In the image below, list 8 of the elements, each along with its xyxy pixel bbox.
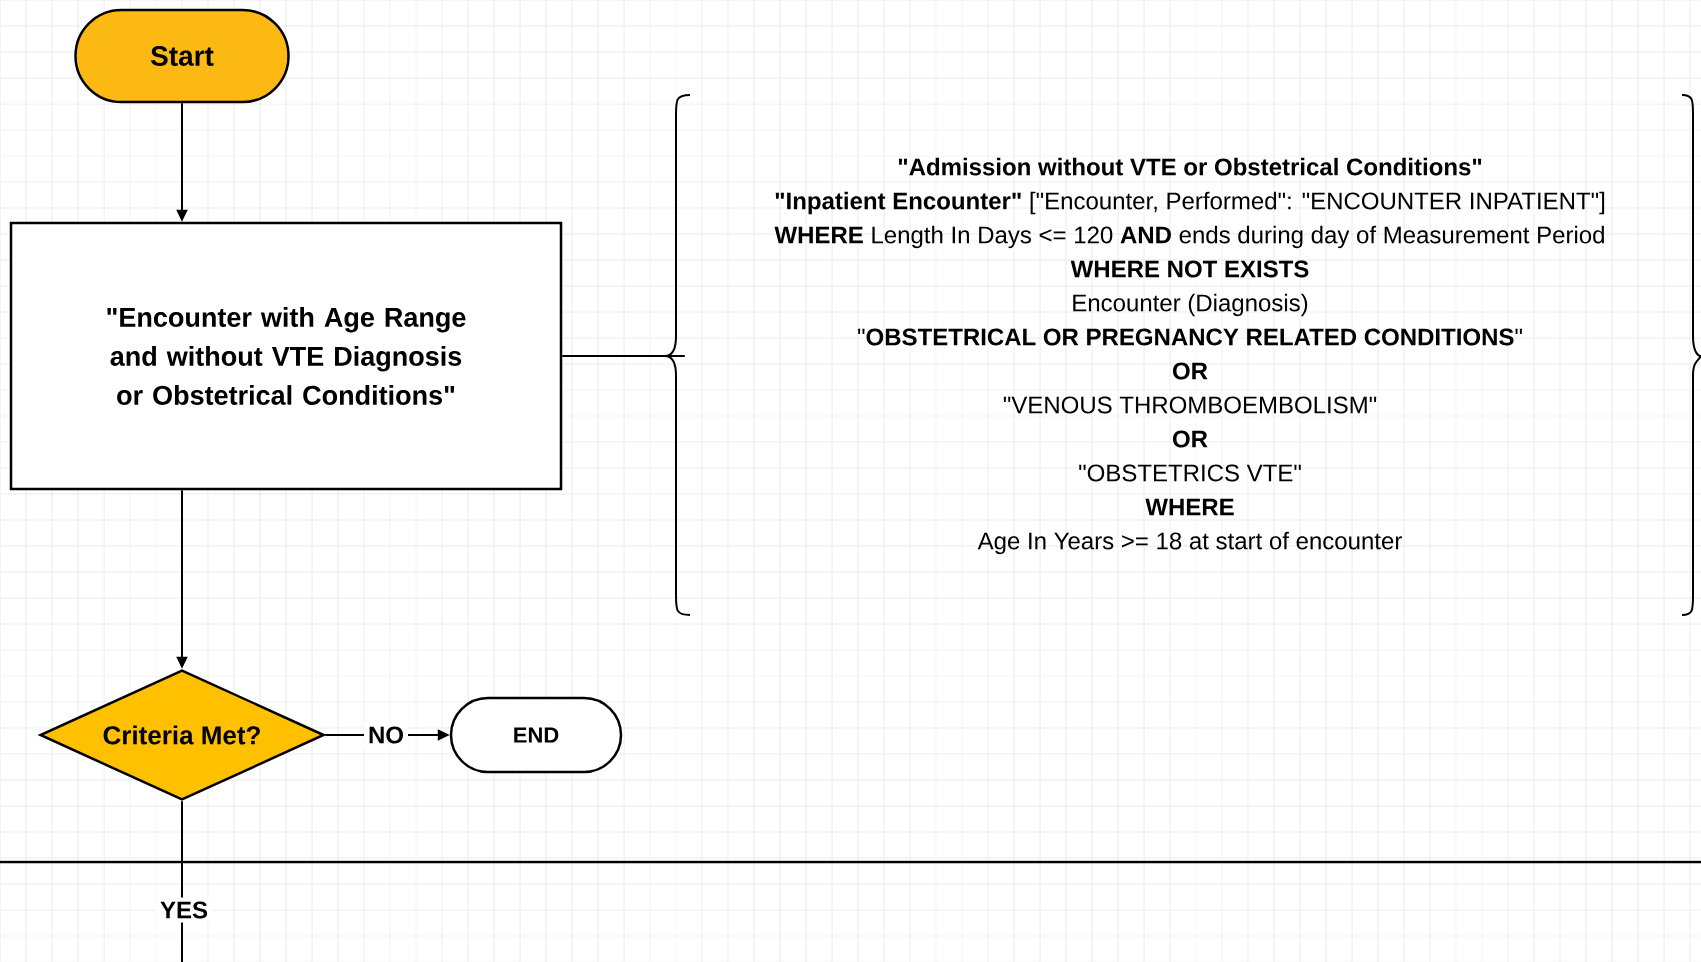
criteria-text: "Admission without VTE or Obstetrical Conditions" "Inpatient Encounter" ["Encounter, Performed": "ENCOUNTER INPATIENT"] WHERE Length In Days <= 120 AND ends during day of Measurement Period WHERE NOT EXISTS Encounter (Diagnosis) "OBSTETRICAL OR PREGNANCY RELATED CONDITIONS" OR "VENOUS THROMBOEMBOLISM" OR "OBSTETRICS VTE" WHERE Age In Years >= 18 at start of encounter: [774, 157, 1605, 555]
edge-label: YES: [156, 897, 212, 923]
node-label: Criteria Met?: [103, 725, 260, 745]
connector-line: [561, 355, 686, 357]
process-box: "Encounter with Age Range and without VTE Diagnosis or Obstetrical Conditions": [9, 221, 563, 491]
terminator-pill: END: [449, 696, 623, 774]
terminator-pill: Start: [74, 8, 290, 104]
edge-label: NO: [364, 722, 408, 748]
